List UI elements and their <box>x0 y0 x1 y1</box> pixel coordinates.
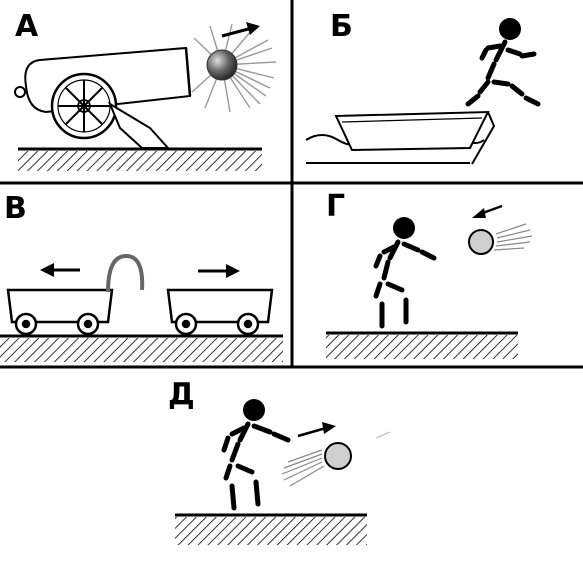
panel-g: Г <box>326 189 533 359</box>
panel-g-label: Г <box>326 189 345 224</box>
throwing-man <box>221 399 291 511</box>
cannon <box>14 46 192 149</box>
arrow-right-icon <box>221 22 260 38</box>
ball <box>324 442 352 470</box>
jumping-man <box>465 18 541 107</box>
boat <box>334 110 496 165</box>
panel-b-label: Б <box>330 9 353 44</box>
panel-d-label: Д <box>168 377 195 412</box>
ground <box>175 513 367 545</box>
catching-man <box>373 217 437 329</box>
grid-dividers <box>0 0 583 369</box>
cannonball <box>206 49 238 81</box>
ground <box>18 147 262 171</box>
ground <box>326 331 518 359</box>
panel-v: В <box>0 191 283 362</box>
arrow-right-icon <box>198 264 240 278</box>
ground <box>0 334 283 362</box>
right-cart <box>166 288 274 336</box>
panel-b: Б <box>305 9 541 165</box>
cannon-wheel <box>50 72 118 140</box>
panel-d: Д <box>168 377 391 545</box>
arrow-left-icon <box>472 204 503 218</box>
panel-v-label: В <box>4 191 27 226</box>
panel-a-label: А <box>15 9 39 44</box>
speed-lines <box>281 431 391 487</box>
panel-a: А <box>14 9 277 171</box>
arrow-left-icon <box>40 263 80 277</box>
speed-lines <box>493 223 533 251</box>
spring <box>106 253 145 293</box>
ball <box>468 229 494 255</box>
arrow-right-icon <box>297 422 336 438</box>
left-cart <box>6 288 114 336</box>
